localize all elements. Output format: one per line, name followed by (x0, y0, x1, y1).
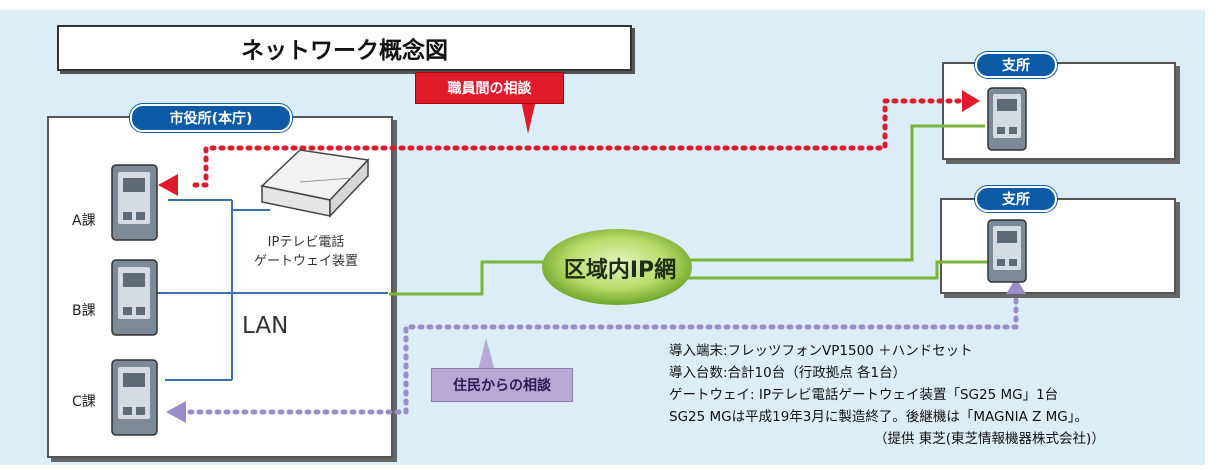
phone-icon (111, 359, 158, 436)
info-line-gateway: ゲートウェイ: IPテレビ電話ゲートウェイ装置「SG25 MG」1台 (669, 387, 1059, 403)
department-label-c: C課 (72, 394, 96, 410)
branch-box-top (942, 62, 1176, 160)
phone-icon (111, 259, 158, 336)
resident-consult-label: 住民からの相談 (431, 368, 573, 402)
phone-icon (111, 164, 158, 241)
credit-text: （提供 東芝(東芝情報機器株式会社)） (874, 431, 1105, 447)
branch-label-bottom: 支所 (975, 186, 1057, 212)
gateway-label-line-2: ゲートウェイ装置 (253, 254, 358, 269)
staff-consult-label: 職員間の相談 (415, 72, 564, 104)
gateway-device-icon (260, 149, 370, 218)
lan-label: LAN (242, 313, 289, 339)
branch-box-bottom (940, 198, 1176, 294)
branch-label-top: 支所 (975, 52, 1057, 78)
info-line-terminal: 導入端末:フレッツフォンVP1500 ＋ハンドセット (669, 343, 973, 359)
department-label-a: A課 (72, 213, 96, 229)
info-line-count: 導入台数:合計10台（行政拠点 各1台） (669, 365, 907, 381)
city-hall-label: 市役所(本庁) (130, 104, 292, 132)
phone-icon (987, 87, 1027, 151)
gateway-label-line-1: IPテレビ電話 (267, 235, 345, 250)
ip-network-ellipse (542, 229, 692, 305)
info-block: 導入端末:フレッツフォンVP1500 ＋ハンドセット 導入台数:合計10台（行政… (669, 340, 1209, 450)
network-label: 区域内IP網 (563, 258, 677, 283)
department-label-b: B課 (72, 303, 96, 319)
phone-icon (987, 219, 1027, 283)
gateway-label: IPテレビ電話 ゲートウェイ装置 (236, 233, 376, 271)
info-line-successor: SG25 MGは平成19年3月に製造終了。後継機は「MAGNIA Z MG」。 (669, 409, 1088, 425)
diagram-title: ネットワーク概念図 (57, 25, 632, 71)
